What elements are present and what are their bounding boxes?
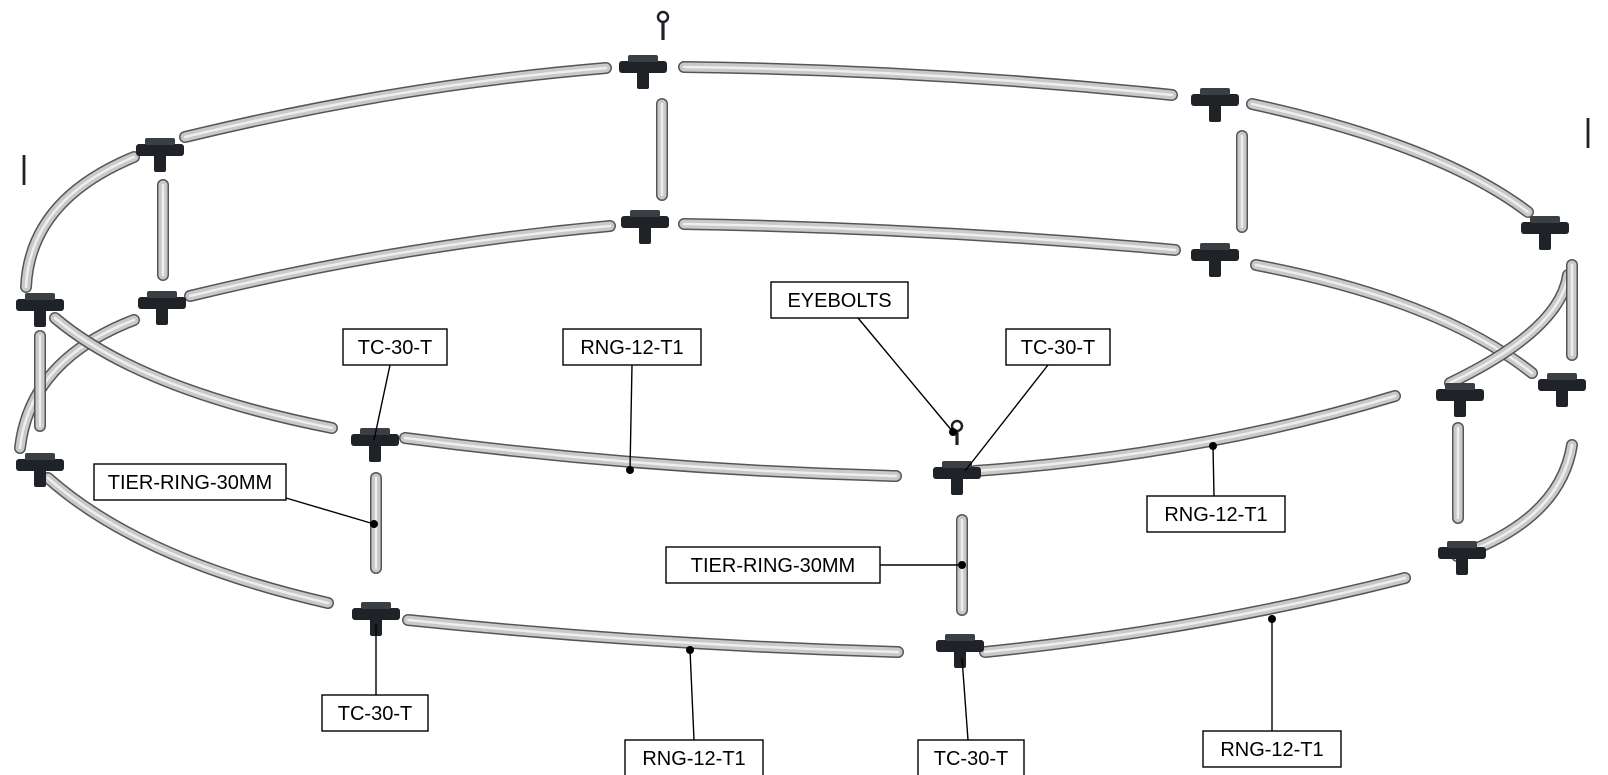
callout-box xyxy=(624,739,764,775)
callout-tier-ring-30mm-left: TIER-RING-30MM xyxy=(93,463,378,528)
leader-line xyxy=(285,497,375,525)
leader-dot xyxy=(958,561,966,569)
callout-box xyxy=(342,328,448,366)
tee-top-back-center xyxy=(619,55,667,89)
callout-rng-12-t1-lower-mid: RNG-12-T1 xyxy=(624,646,764,775)
leader-dot xyxy=(1268,615,1276,623)
callout-rng-12-t1-upper-mid: RNG-12-T1 xyxy=(562,328,702,474)
leader-dot xyxy=(370,520,378,528)
callout-tc-30-t-upper-center: TC-30-T xyxy=(964,328,1111,472)
tee-front-lower-right xyxy=(1438,541,1486,575)
tee-top-left xyxy=(136,138,184,172)
tee-front-lower-center xyxy=(936,634,984,668)
tee-second-far-right xyxy=(1538,373,1586,407)
callout-box xyxy=(770,281,909,319)
callout-label: RNG-12-T1 xyxy=(1164,504,1267,526)
top-ring-arc-right xyxy=(1247,99,1533,217)
second-ring-arc-back-left xyxy=(185,221,615,301)
callout-box xyxy=(1005,328,1111,366)
callout-label: EYEBOLTS xyxy=(787,290,891,312)
tee-front-upper-center xyxy=(933,461,981,495)
callout-box xyxy=(321,694,429,732)
callout-rng-12-t1-lower-right: RNG-12-T1 xyxy=(1202,615,1342,768)
top-ring-arc-left xyxy=(21,152,139,292)
callout-label: TC-30-T xyxy=(338,703,412,725)
front-lower-ring-arc-right xyxy=(980,573,1410,657)
tee-connectors xyxy=(16,55,1586,668)
top-ring-arc-back-left xyxy=(180,63,611,142)
tee-top-far-right xyxy=(1521,216,1569,250)
leader-line xyxy=(1212,445,1215,497)
callout-label: TC-30-T xyxy=(1021,337,1095,359)
part-callouts: TC-30-T RNG-12-T1 EYEBOLTS TC-30-T TIER-RING… xyxy=(93,281,1342,775)
tee-second-back-center xyxy=(621,210,669,244)
leader-line xyxy=(373,364,391,441)
leader-line xyxy=(857,317,954,433)
tee-second-back-right xyxy=(1191,243,1239,277)
eyebolt-far-left xyxy=(22,155,26,185)
callout-label: RNG-12-T1 xyxy=(642,748,745,770)
leader-line xyxy=(629,364,633,471)
tee-front-lower-far-left xyxy=(16,453,64,487)
callout-box xyxy=(93,463,287,501)
callout-tc-30-t-lower-center: TC-30-T xyxy=(917,657,1025,775)
tee-top-back-right xyxy=(1191,88,1239,122)
leader-dot xyxy=(1209,442,1217,450)
tee-front-upper-right xyxy=(1436,383,1484,417)
callout-box xyxy=(917,739,1025,775)
callout-label: TIER-RING-30MM xyxy=(108,472,272,494)
leader-dot xyxy=(626,466,634,474)
callout-tc-30-t-upper-left: TC-30-T xyxy=(342,328,448,441)
front-upper-ring-arc-mid xyxy=(400,433,901,481)
callout-tier-ring-30mm-center: TIER-RING-30MM xyxy=(665,546,966,584)
leader-line xyxy=(689,649,695,741)
leader-line xyxy=(964,364,1049,472)
callout-eyebolts: EYEBOLTS xyxy=(770,281,957,436)
tee-second-far-left xyxy=(16,293,64,327)
tee-second-left xyxy=(138,291,186,325)
eyebolt-parts xyxy=(22,10,1590,445)
eyebolt-far-right xyxy=(1586,118,1590,148)
eyebolt-front-center xyxy=(950,419,964,445)
tee-front-upper-left xyxy=(351,428,399,462)
leader-line xyxy=(961,657,969,741)
callout-label: RNG-12-T1 xyxy=(580,337,683,359)
callout-label: TC-30-T xyxy=(934,748,1008,770)
callout-label: TC-30-T xyxy=(358,337,432,359)
callout-tc-30-t-lower-left: TC-30-T xyxy=(321,624,429,732)
callout-label: RNG-12-T1 xyxy=(1220,739,1323,761)
callout-label: TIER-RING-30MM xyxy=(691,555,855,577)
front-lower-ring-arc-far-right xyxy=(1452,440,1577,561)
callout-box xyxy=(1146,495,1286,533)
callout-box xyxy=(562,328,702,366)
leader-dot xyxy=(949,428,957,436)
callout-box xyxy=(1202,730,1342,768)
leader-dot xyxy=(686,646,694,654)
eyebolt-top-center xyxy=(656,10,670,40)
callout-box xyxy=(665,546,881,584)
ring-tubes xyxy=(14,61,1578,658)
callout-rng-12-t1-upper-right: RNG-12-T1 xyxy=(1146,442,1286,533)
